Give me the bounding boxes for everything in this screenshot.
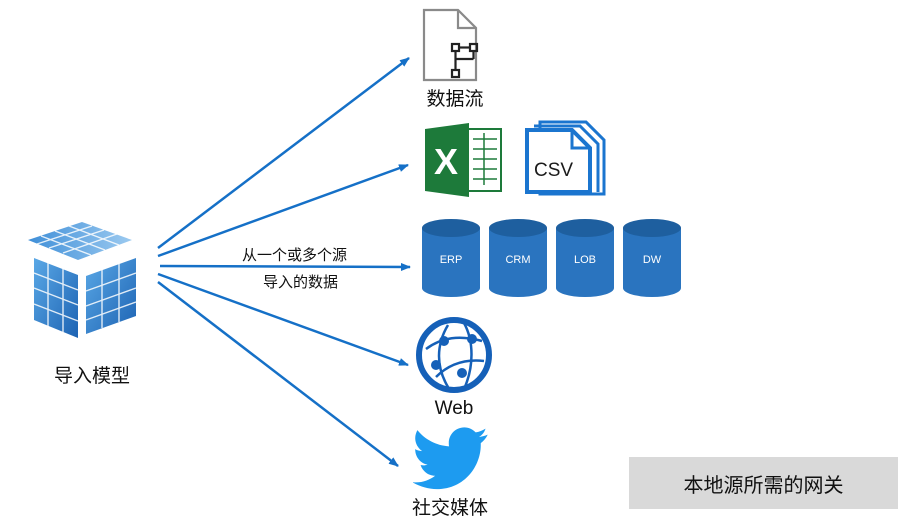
twitter-bird-icon (413, 427, 488, 490)
source-label: 导入模型 (53, 366, 130, 387)
database-crm-icon: CRM (489, 219, 547, 297)
database-erp-label: ERP (440, 254, 463, 266)
database-dw-icon: DW (623, 219, 681, 297)
arrow-to-social (157, 281, 399, 467)
database-dw-label: DW (643, 254, 662, 266)
dataflow-document-icon (422, 8, 479, 82)
excel-icon: X (425, 123, 502, 197)
csv-file-icon: CSV (525, 120, 606, 196)
web-label: Web (434, 398, 474, 419)
excel-letter: X (434, 141, 458, 182)
arrow-to-dataflow (157, 57, 410, 249)
database-lob-icon: LOB (556, 219, 614, 297)
databases-group: ERP CRM LOB DW (422, 219, 681, 297)
arrow-to-databases (159, 262, 411, 271)
csv-text: CSV (534, 160, 573, 181)
tabular-model-cube-icon (28, 222, 137, 338)
gateway-note: 本地源所需的网关 (629, 457, 898, 509)
globe-icon (416, 317, 492, 393)
center-label-line1: 从一个或多个源 (242, 247, 348, 264)
gateway-label: 本地源所需的网关 (683, 474, 844, 497)
arrow-to-files (157, 163, 409, 258)
dataflow-label: 数据流 (426, 89, 484, 110)
database-erp-icon: ERP (422, 219, 480, 297)
social-label: 社交媒体 (411, 498, 488, 519)
database-lob-label: LOB (574, 254, 596, 266)
database-crm-label: CRM (505, 254, 530, 266)
arrow-to-web (157, 272, 409, 367)
center-label-line2: 导入的数据 (263, 274, 339, 291)
